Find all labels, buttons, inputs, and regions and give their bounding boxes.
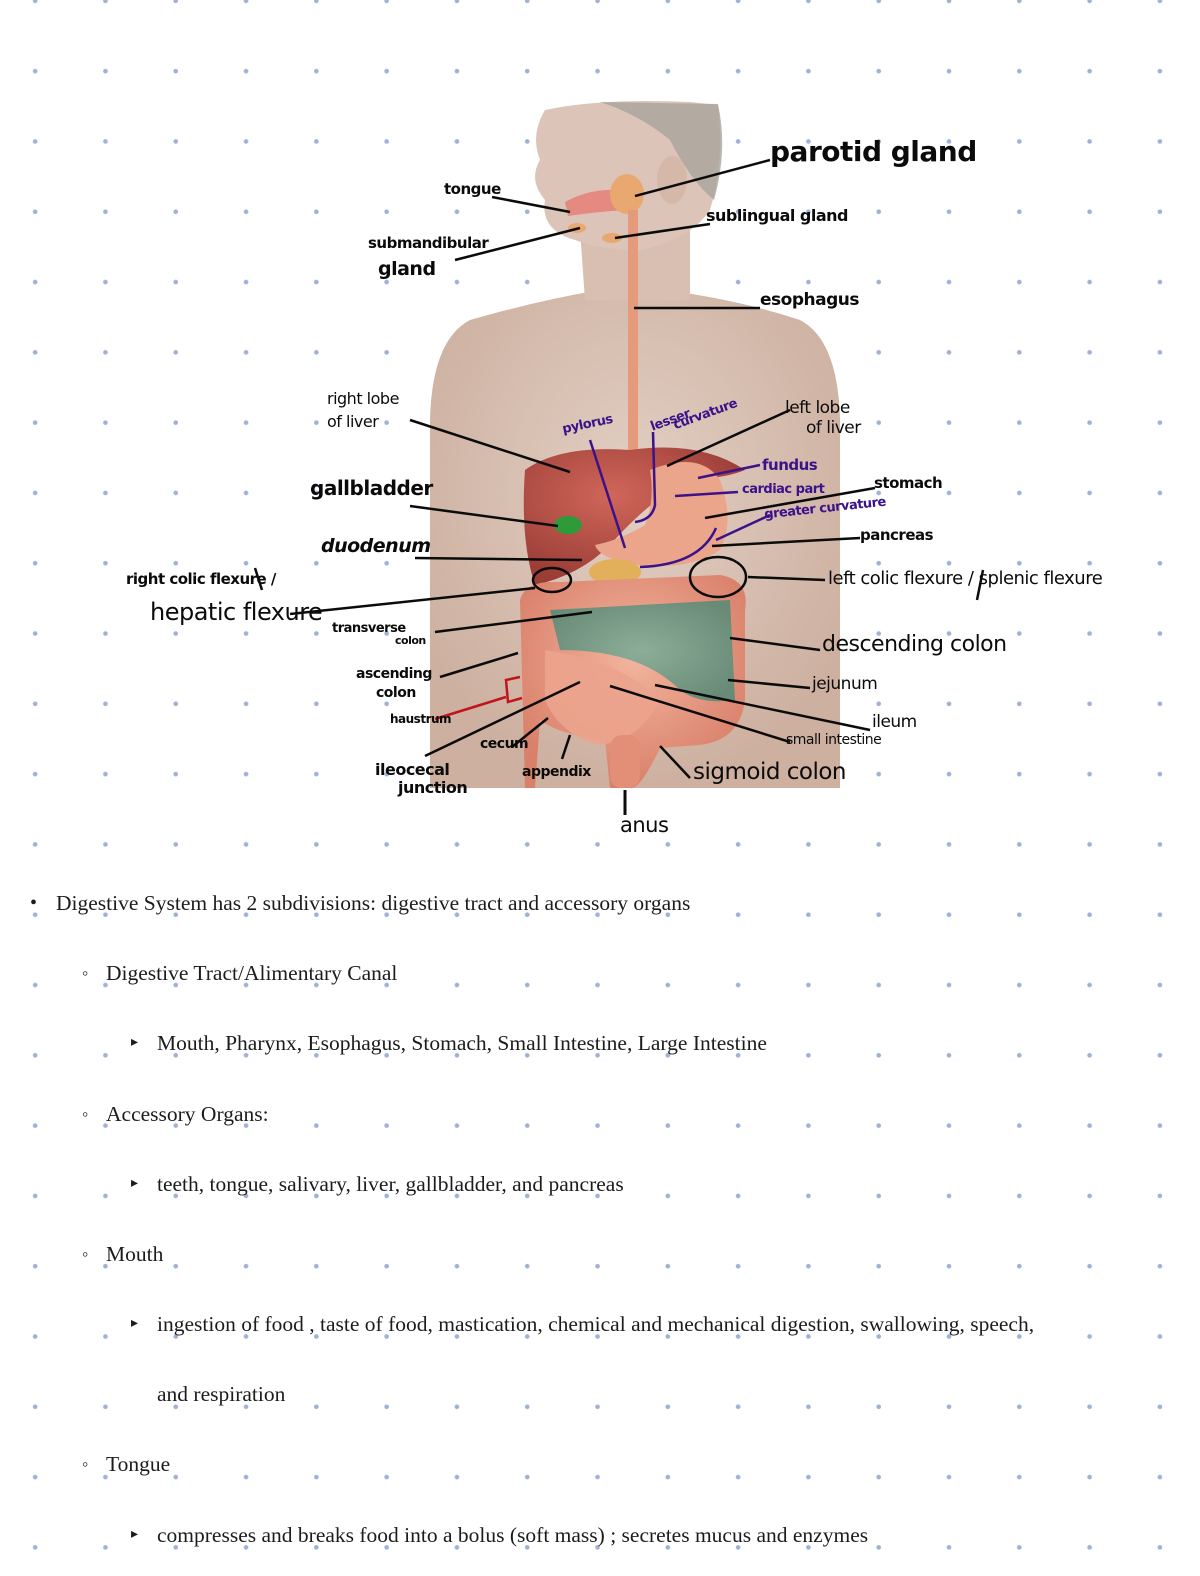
triangle-bullet-icon: [131, 1023, 138, 1063]
label-descending-colon: descending colon: [822, 632, 1007, 657]
label-hepatic-flexure: hepatic flexure: [150, 598, 323, 626]
stomach-shape: [595, 462, 728, 566]
circle-bullet-icon: [82, 1444, 88, 1487]
small-intestine-shape: [550, 600, 735, 702]
liver-shape: [523, 447, 745, 585]
label-stomach: stomach: [874, 474, 943, 492]
label-transverse-colon-line2: colon: [395, 634, 426, 647]
label-small-intestine: small intestine: [786, 732, 882, 748]
label-sigmoid-colon: sigmoid colon: [693, 759, 847, 785]
haustrum-bracket: [434, 675, 523, 721]
label-submandibular-gland-line2: gland: [378, 258, 436, 280]
anatomy-figure: parotid gland tongue sublingual gland su…: [126, 101, 1103, 837]
esophagus-shape: [628, 210, 638, 470]
gallbladder-shape: [554, 516, 582, 534]
label-gallbladder: gallbladder: [310, 476, 433, 500]
label-ileum: ileum: [872, 712, 917, 732]
label-ileocecal-junction-line1: ileocecal: [375, 760, 450, 779]
circle-bullet-icon: [82, 1094, 88, 1137]
label-left-colic-flexure: left colic flexure / splenic flexure: [828, 568, 1103, 589]
label-duodenum: duodenum: [321, 535, 431, 557]
label-appendix: appendix: [522, 764, 591, 780]
black-leader-lines: [253, 158, 985, 815]
label-left-lobe-line1: left lobe: [785, 398, 850, 418]
label-tongue: tongue: [444, 180, 501, 198]
purple-leader-lines: [588, 431, 771, 569]
disc-bullet-icon: [30, 883, 37, 926]
label-fundus: fundus: [762, 456, 818, 474]
label-esophagus: esophagus: [760, 290, 859, 310]
tongue-shape: [565, 189, 625, 216]
label-cardiac-part: cardiac part: [742, 482, 825, 497]
circle-bullet-icon: [82, 1234, 88, 1277]
label-submandibular-gland-line1: submandibular: [368, 234, 489, 252]
pancreas-shape: [589, 559, 641, 585]
label-pancreas: pancreas: [860, 526, 934, 544]
label-ascending-colon-line2: colon: [376, 685, 416, 701]
label-right-colic-flexure: right colic flexure /: [126, 570, 276, 588]
triangle-bullet-icon: [131, 1164, 138, 1204]
label-ascending-colon-line1: ascending: [356, 666, 432, 682]
label-haustrum: haustrum: [390, 712, 452, 726]
label-right-lobe-line1: right lobe: [327, 389, 399, 408]
label-cecum: cecum: [480, 736, 529, 752]
label-sublingual-gland: sublingual gland: [706, 206, 849, 225]
label-transverse-colon-line1: transverse: [332, 621, 406, 636]
parotid-gland-shape: [610, 174, 644, 214]
circle-bullet-icon: [82, 953, 88, 996]
label-jejunum: jejunum: [812, 674, 878, 694]
label-ileocecal-junction-line2: junction: [398, 778, 468, 797]
triangle-bullet-icon: [131, 1304, 138, 1344]
label-right-lobe-line2: of liver: [327, 412, 379, 431]
label-left-lobe-line2: of liver: [806, 418, 861, 438]
label-parotid-gland: parotid gland: [770, 135, 977, 168]
label-anus: anus: [620, 813, 669, 837]
triangle-bullet-icon: [131, 1515, 138, 1555]
digestive-system-illustration: [253, 101, 985, 815]
